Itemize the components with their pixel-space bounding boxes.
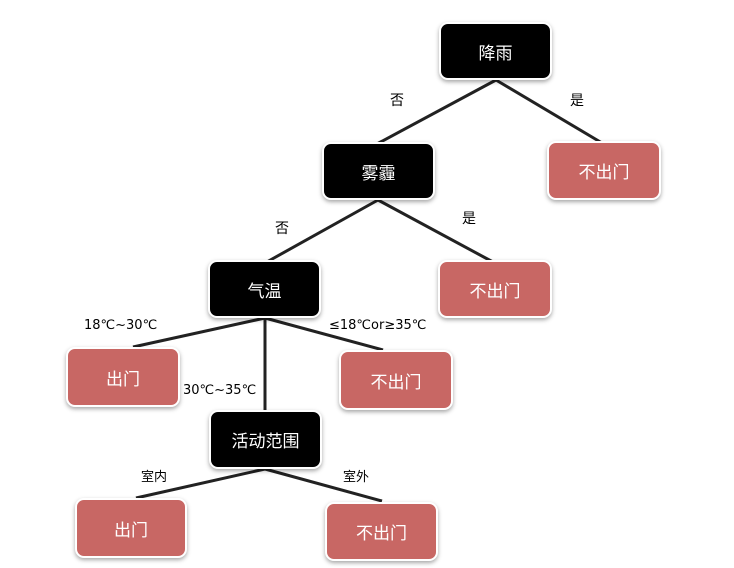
- edge-temp-leaf-bad: [264, 316, 384, 352]
- edge-label-rain-yes: 是: [570, 93, 584, 109]
- edge-label-haze-yes: 是: [462, 211, 476, 227]
- leaf-outdoor-label: 不出门: [356, 524, 407, 544]
- leaf-haze-yes: 不出门: [438, 260, 552, 318]
- node-temp-label: 气温: [247, 281, 282, 302]
- leaf-indoor-label: 出门: [114, 520, 148, 541]
- edge-haze-leaf: [377, 198, 494, 264]
- edge-haze-temp: [264, 198, 379, 265]
- leaf-haze-yes-label: 不出门: [469, 281, 521, 302]
- edge-label-haze-no: 否: [275, 221, 289, 237]
- node-activity: 活动范围: [209, 410, 322, 469]
- leaf-outdoor: 不出门: [325, 502, 438, 561]
- node-haze-label: 雾霾: [361, 163, 396, 184]
- leaf-temp-bad-label: 不出门: [370, 372, 422, 393]
- node-rain-label: 降雨: [478, 43, 513, 64]
- edge-label-temp-ok: 18℃~30℃: [84, 318, 158, 333]
- edge-rain-haze: [374, 78, 497, 147]
- edge-rain-leaf: [495, 78, 603, 145]
- node-haze: 雾霾: [322, 142, 435, 200]
- leaf-indoor: 出门: [75, 498, 187, 558]
- edge-label-temp-mid: 30℃~35℃: [183, 383, 257, 398]
- node-rain: 降雨: [439, 22, 552, 80]
- edge-label-rain-no: 否: [390, 93, 404, 109]
- edge-activity-outdoor: [264, 467, 383, 503]
- node-activity-label: 活动范围: [231, 432, 300, 452]
- leaf-rain-yes-label: 不出门: [578, 163, 630, 183]
- edge-label-indoor: 室内: [141, 470, 168, 485]
- leaf-temp-bad: 不出门: [339, 350, 453, 410]
- edge-temp-leaf-ok: [132, 316, 266, 349]
- leaf-temp-ok-label: 出门: [106, 369, 140, 390]
- leaf-temp-ok: 出门: [66, 347, 180, 407]
- edge-label-outdoor: 室外: [343, 470, 370, 485]
- edge-label-temp-bad: ≤18℃or≥35℃: [329, 318, 427, 333]
- edge-activity-indoor: [135, 467, 266, 500]
- node-temp: 气温: [208, 260, 321, 318]
- leaf-rain-yes: 不出门: [547, 141, 661, 200]
